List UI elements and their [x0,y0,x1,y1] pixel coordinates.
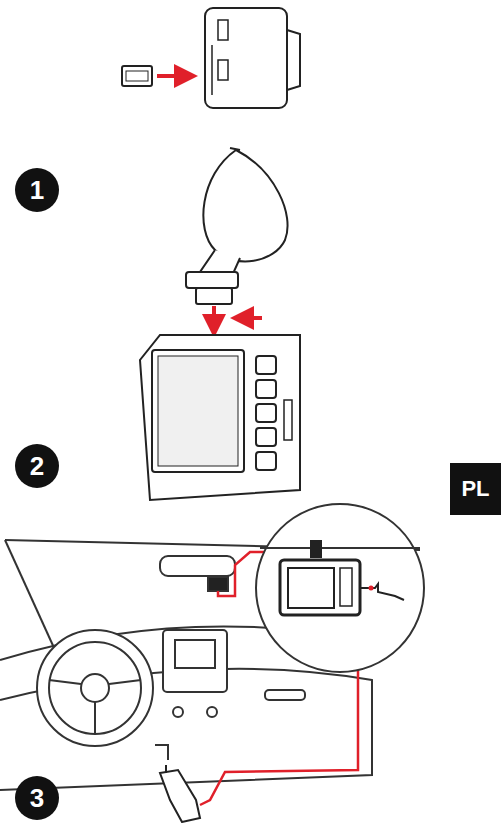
step-number: 1 [30,175,44,206]
car-charger [160,765,200,822]
cable-detail [360,584,404,600]
mount-nut [186,272,238,288]
side-marking [218,60,228,80]
screen-glass [158,356,238,466]
callout-number: 2 [15,444,59,488]
center-console [163,630,227,692]
installed-camera [208,577,228,591]
button [256,380,276,398]
card-face [126,71,148,81]
language-code: PL [461,476,489,502]
charger-tip [165,765,167,773]
suction-mount [186,148,288,330]
button [256,356,276,374]
memory-card-insertion [122,8,300,108]
plug-dot [369,586,374,591]
camera-detail [280,560,360,615]
mount-base [196,288,232,304]
vent-knob [207,707,217,717]
steering-spokes [49,680,141,734]
console-screen [175,640,215,668]
mount-detail [310,540,322,558]
attach-arrow-left [238,316,262,320]
camera-side-view [205,8,287,108]
card-slot [211,45,213,95]
zoom-circle [256,504,424,672]
side-port [284,400,292,440]
camera-body [140,335,300,500]
a-pillar [5,540,55,650]
suction-cup [203,148,287,261]
button [256,452,276,470]
button [256,428,276,446]
glovebox-handle [265,690,305,700]
vent-knob [173,707,183,717]
camera-front [140,335,300,500]
language-tab: PL [450,463,501,515]
side-marking [218,20,228,40]
windshield-edge [260,547,420,549]
callout-number: 3 [15,776,59,820]
memory-card [122,66,152,86]
rear-mirror [160,556,235,576]
insert-arrow [157,74,190,78]
socket [155,745,168,760]
attach-arrow-down [212,306,216,330]
button [256,404,276,422]
charger-body [160,770,200,822]
steering-wheel [37,630,153,746]
steering-hub [81,674,109,702]
zoom-detail [256,504,424,672]
camera-lens [287,30,300,90]
step-number: 2 [30,451,44,482]
buttons-detail [340,568,352,606]
camera-screen [152,350,244,472]
step-number: 3 [30,783,44,814]
steering-wheel-inner [49,642,141,734]
callout-number: 1 [15,168,59,212]
screen-detail [288,568,334,608]
